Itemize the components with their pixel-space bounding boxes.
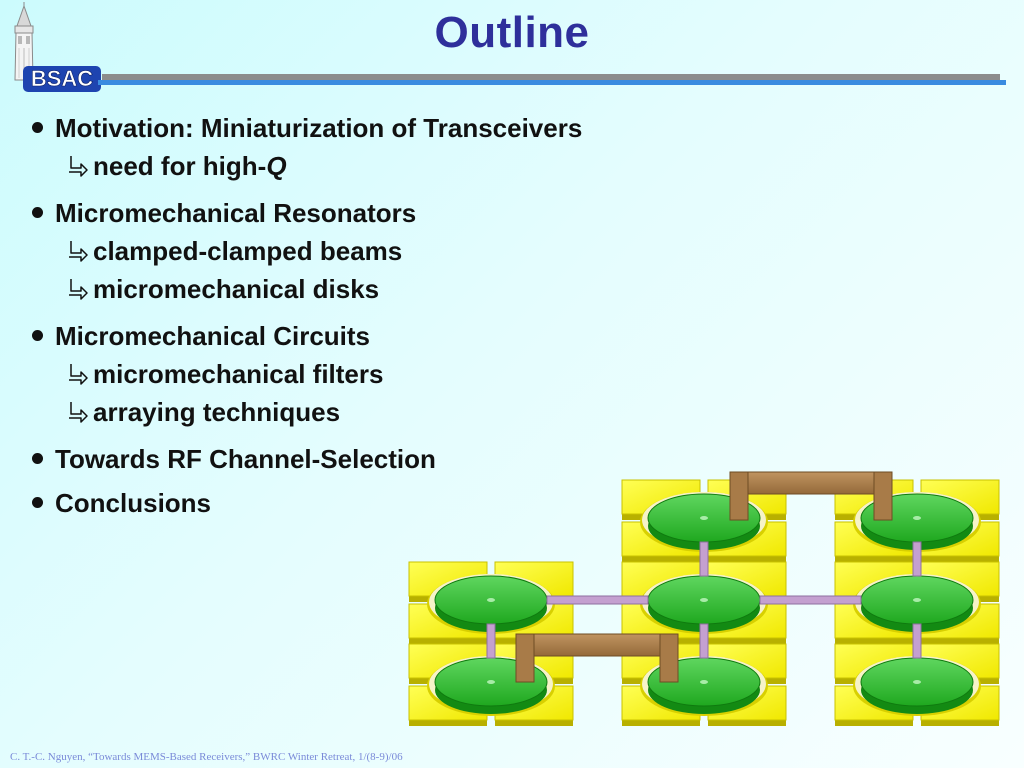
sub-item-arraying-techniques: arraying techniques: [55, 393, 582, 431]
bsac-logo-text: BSAC: [31, 66, 93, 91]
outline-item-label: Motivation: Miniaturization of Transceiv…: [55, 113, 583, 143]
outline-item-rf-channel-selection: Towards RF Channel-Selection: [30, 443, 582, 475]
coupling-beam: [912, 623, 922, 659]
outline-item-resonators: Micromechanical Resonators clamped-clamp…: [30, 197, 582, 308]
slide-title: Outline: [434, 8, 590, 57]
sub-item-label: clamped-clamped beams: [93, 236, 403, 266]
outline-item-circuits: Micromechanical Circuits micromechanical…: [30, 320, 582, 431]
coupling-beam: [699, 541, 709, 577]
right-arrow-icon: [69, 402, 88, 423]
bridging-beam: [515, 633, 679, 683]
outline-item-conclusions: Conclusions: [30, 487, 582, 519]
bsac-logo: BSAC: [14, 2, 101, 92]
coupling-beam: [699, 623, 709, 659]
coupling-beam: [546, 595, 649, 605]
disk-resonator: [834, 561, 1000, 644]
sub-item-clamped-clamped-beams: clamped-clamped beams: [55, 232, 582, 270]
disk-resonator: [408, 561, 574, 644]
coupling-beam: [912, 541, 922, 577]
slide-footer: C. T.-C. Nguyen, “Towards MEMS-Based Rec…: [10, 751, 403, 763]
disk-resonator: [834, 643, 1000, 726]
sub-item-label: need for high-: [93, 151, 267, 181]
sub-item-micromechanical-filters: micromechanical filters: [55, 355, 582, 393]
right-arrow-icon: [69, 241, 88, 262]
sub-list: micromechanical filters arraying techniq…: [55, 355, 582, 431]
outline-item-label: Micromechanical Resonators: [55, 198, 417, 228]
q-symbol: Q: [266, 151, 287, 181]
sub-list: need for high-Q: [55, 147, 582, 185]
outline-list: Motivation: Miniaturization of Transceiv…: [30, 112, 582, 519]
disk-resonator-array-illustration: [408, 471, 1000, 726]
right-arrow-icon: [69, 156, 88, 177]
outline-item-motivation: Motivation: Miniaturization of Transceiv…: [30, 112, 582, 185]
sub-item-high-q: need for high-Q: [55, 147, 582, 185]
outline-item-label: Towards RF Channel-Selection: [55, 444, 436, 474]
sub-item-micromechanical-disks: micromechanical disks: [55, 270, 582, 308]
outline-item-label: Micromechanical Circuits: [55, 321, 370, 351]
sub-item-label: micromechanical disks: [93, 274, 380, 304]
bridging-beam: [729, 471, 893, 521]
campanile-tower-icon: [14, 2, 34, 81]
outline-item-label: Conclusions: [55, 488, 212, 518]
title-rule: [98, 80, 1006, 85]
coupling-beam: [759, 595, 862, 605]
sub-item-label: micromechanical filters: [93, 359, 384, 389]
right-arrow-icon: [69, 279, 88, 300]
right-arrow-icon: [69, 364, 88, 385]
coupling-beam: [486, 623, 496, 659]
sub-item-label: arraying techniques: [93, 397, 341, 427]
title-rule-shadow: [102, 74, 1000, 80]
sub-list: clamped-clamped beams micromechanical di…: [55, 232, 582, 308]
